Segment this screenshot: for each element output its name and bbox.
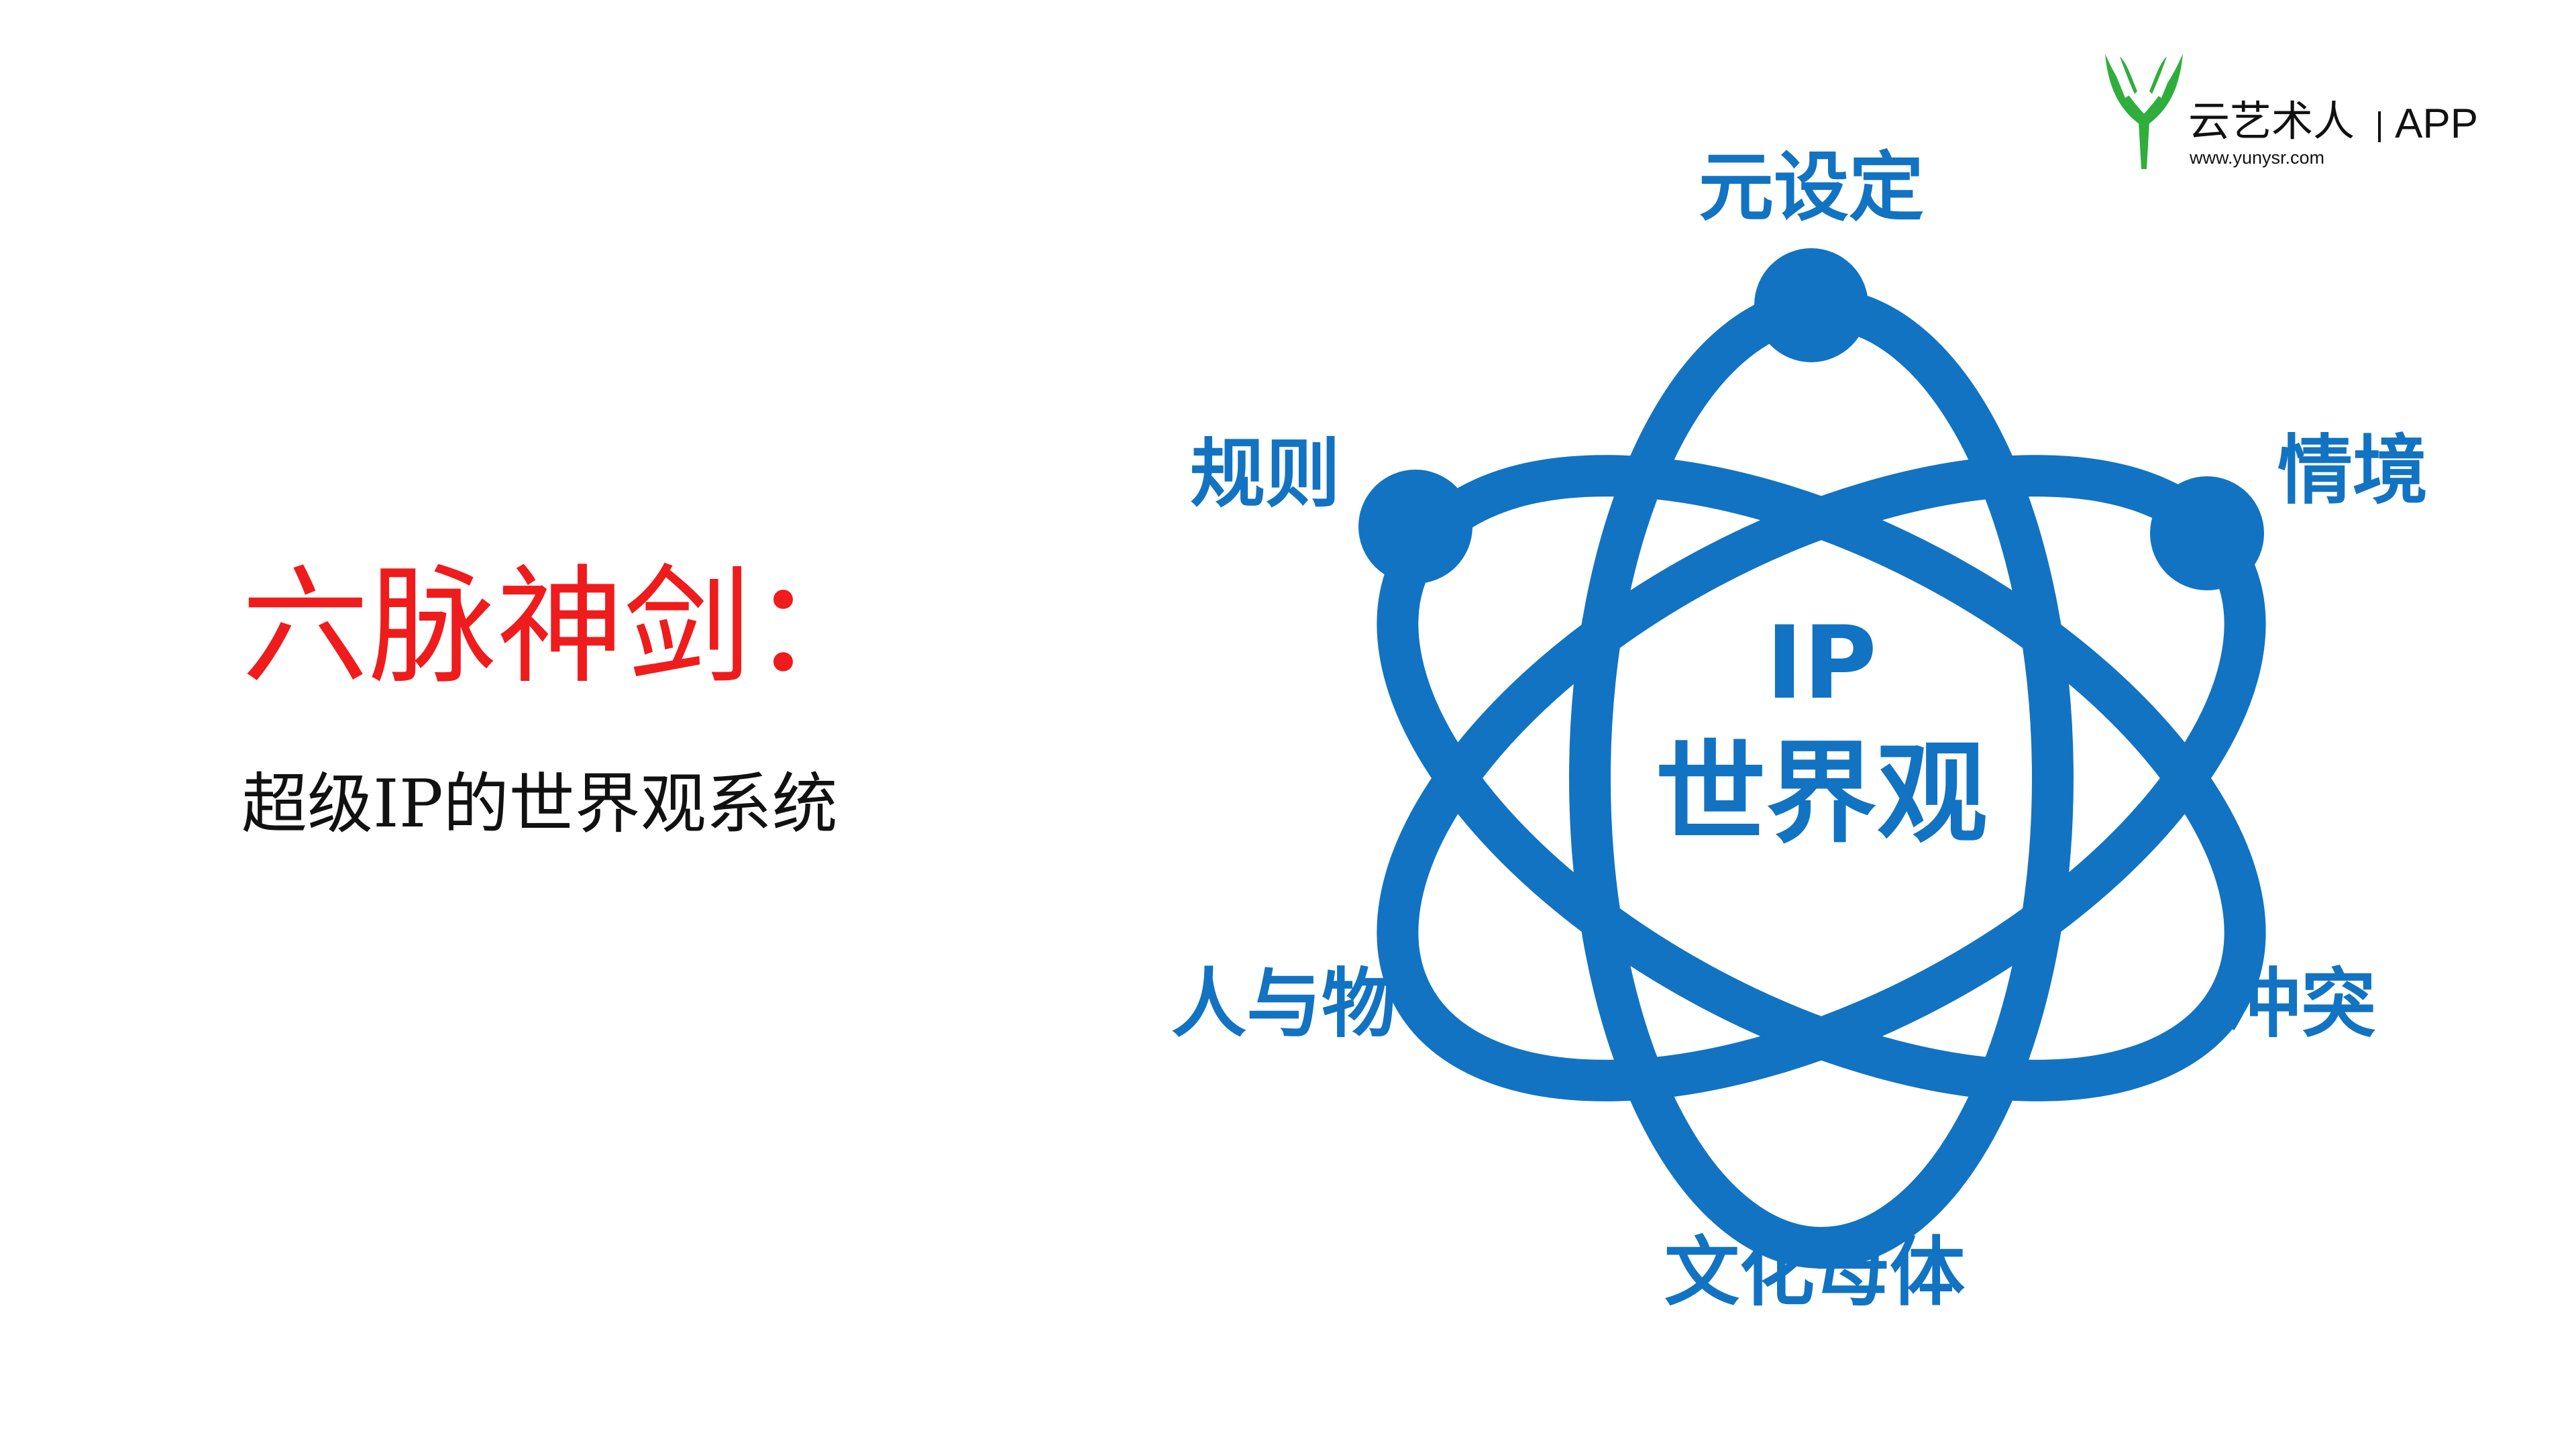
node-dot-upper-left bbox=[1358, 470, 1472, 584]
center-label-ip: IP bbox=[1766, 605, 1877, 722]
node-dot-upper-right bbox=[2150, 476, 2264, 590]
slide-subtitle: 超级IP的世界观系统 bbox=[241, 766, 838, 843]
sprout-icon bbox=[2105, 54, 2183, 169]
brand-logo: 云艺术人 APP www.yunysr.com bbox=[2100, 42, 2502, 176]
slide-title: 六脉神剑： bbox=[241, 553, 879, 701]
node-dot-top bbox=[1754, 248, 1868, 362]
logo-app-label: APP bbox=[2395, 101, 2479, 147]
logo-url: www.yunysr.com bbox=[2190, 148, 2325, 168]
center-label-worldview: 世界观 bbox=[1656, 729, 1988, 858]
node-label-upper-right: 情境 bbox=[2277, 427, 2428, 515]
logo-separator bbox=[2378, 111, 2381, 142]
node-label-upper-left: 规则 bbox=[1190, 431, 1340, 518]
node-label-lower-left: 人与物 bbox=[1171, 961, 1397, 1048]
node-label-lower-right: 冲突 bbox=[2226, 961, 2376, 1048]
logo-brand-name: 云艺术人 bbox=[2188, 97, 2355, 146]
node-label-bottom: 文化母体 bbox=[1664, 1229, 1965, 1316]
node-label-top: 元设定 bbox=[1699, 144, 1924, 231]
